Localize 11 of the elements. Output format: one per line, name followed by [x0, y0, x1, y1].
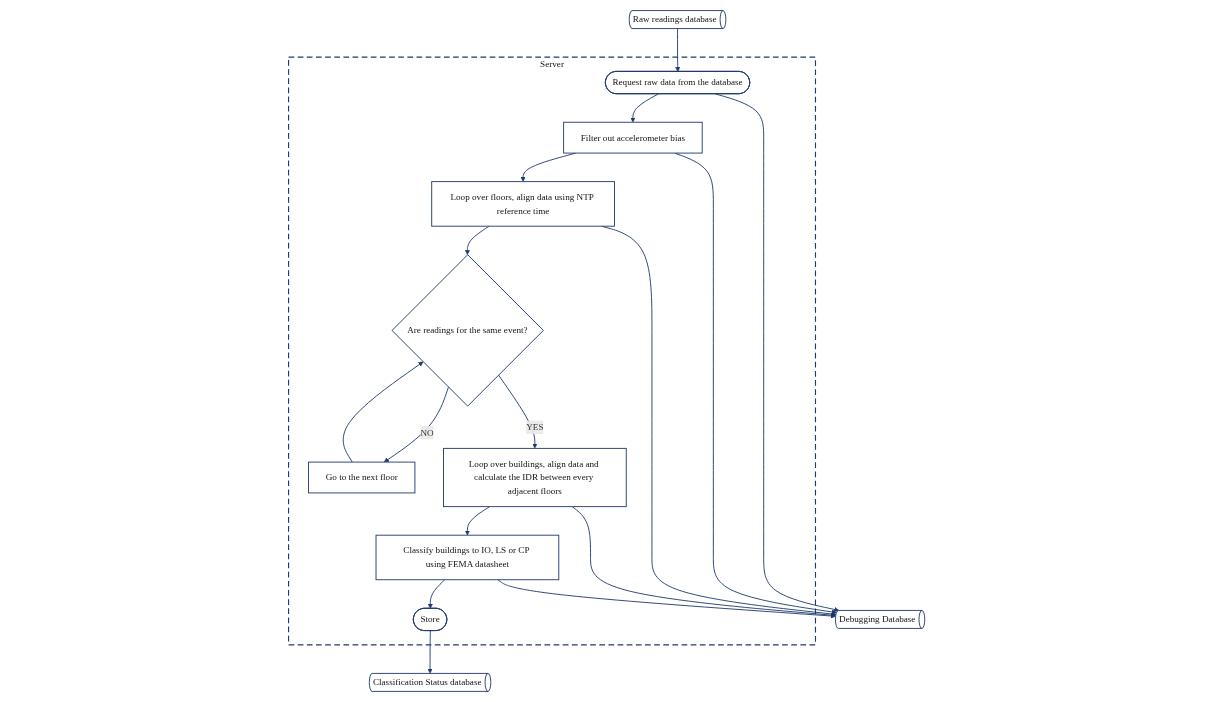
node-box: Loop over floors, align data using NTP reference time: [431, 181, 616, 227]
node-text: Classification Status database: [373, 677, 482, 687]
node-text: Raw readings database: [633, 14, 717, 25]
node-text: Debugging Database: [839, 614, 916, 625]
node-box: Loop over buildings, align data and calculate the IDR between every adjacent floors: [443, 447, 628, 508]
node-box: Filter out accelerometer bias: [563, 121, 703, 154]
node-box: Go to the next floor: [308, 461, 416, 494]
edge-label: NO: [420, 427, 434, 438]
node-diamond: Are readings for the same event?: [391, 254, 545, 407]
edge-label: YES: [526, 422, 544, 432]
node-box: Classify buildings to IO, LS or CP using FEMA datasheet: [375, 534, 560, 581]
